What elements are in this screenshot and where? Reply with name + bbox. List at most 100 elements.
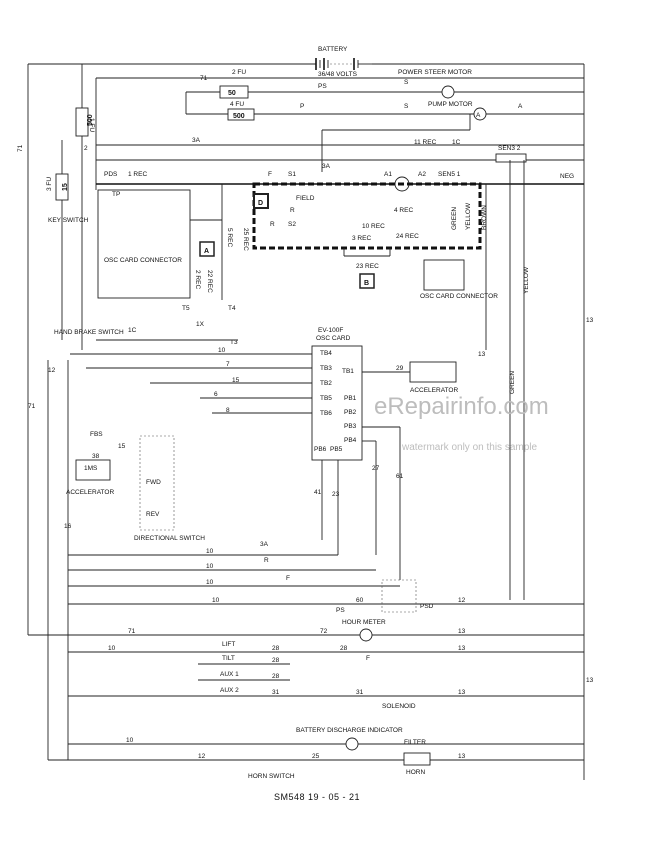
- r-label-low: R: [264, 557, 269, 564]
- fuse-500-a-label: 500: [233, 113, 245, 120]
- wire-38: 38: [92, 453, 100, 460]
- filter-label: FILTER: [404, 739, 426, 746]
- wire-10-bdi: 10: [126, 737, 134, 744]
- accelerator-right-label: ACCELERATOR: [410, 387, 458, 394]
- a1-label: A1: [384, 171, 392, 178]
- power-steer-motor-symbol: [441, 85, 455, 99]
- callout-a-box: [199, 241, 215, 257]
- osc-card-connector-label: OSC CARD CONNECTOR: [104, 257, 182, 264]
- f-label-low: F: [286, 575, 290, 582]
- terminal-tb6: TB6: [320, 410, 332, 417]
- fuse-500-b: [75, 107, 89, 137]
- watermark-sub: watermark only on this sample: [401, 442, 537, 453]
- rec-1-label: 1 REC: [128, 171, 147, 178]
- osc-card-connector-right: OSC CARD CONNECTOR GREEN YELLOW: [420, 160, 530, 600]
- tilt-label: TILT: [222, 655, 235, 662]
- rec-10-label: 10 REC: [362, 223, 385, 230]
- rev-label: REV: [146, 511, 160, 518]
- dashed-boundary-d: [252, 182, 482, 250]
- rec-24-label: 24 REC: [396, 233, 419, 240]
- r-label-2: R: [270, 221, 275, 228]
- wire-10-lift: 10: [108, 645, 116, 652]
- wire-28-lift: 28: [272, 645, 280, 652]
- f-label: F: [268, 171, 272, 178]
- main-power-section: 3A 3A SEN3 2 NEG PDS 1 REC F S1 A1 A2 SE…: [96, 137, 584, 289]
- field-label: FIELD: [296, 195, 315, 202]
- wire-2-label: 2: [84, 145, 88, 152]
- wire-23: 23: [332, 491, 340, 498]
- s2-label: S2: [288, 221, 296, 228]
- hand-brake-switch-label: HAND BRAKE SWITCH: [54, 329, 124, 336]
- directional-switch-box: [139, 435, 175, 531]
- solenoid-label: SOLENOID: [382, 703, 416, 710]
- bdi-symbol: [345, 737, 359, 751]
- terminal-tb4: TB4: [320, 350, 332, 357]
- s-label-2: S: [404, 103, 409, 110]
- pds-label: PDS: [104, 171, 118, 178]
- battery-label: BATTERY: [318, 46, 348, 53]
- osc-card-label: OSC CARD: [316, 335, 351, 342]
- cap-3c-label: 1C: [452, 139, 461, 146]
- wire-6-tb5: 6: [214, 391, 218, 398]
- battery-symbol: [298, 58, 372, 70]
- r-label-1: R: [290, 207, 295, 214]
- wire-71-left: 71: [17, 144, 24, 152]
- wire-10-tb4: 10: [218, 347, 226, 354]
- s1-label: S1: [288, 171, 296, 178]
- wire-7-tb3: 7: [226, 361, 230, 368]
- wire-color-green-2: GREEN: [509, 371, 516, 394]
- wire-8-tb6: 8: [226, 407, 230, 414]
- key-switch-label: KEY SWITCH: [48, 217, 89, 224]
- wire-31-a: 31: [272, 689, 280, 696]
- wire-61: 61: [396, 473, 404, 480]
- terminal-pb1: PB1: [344, 395, 357, 402]
- fuse-15: [55, 173, 69, 201]
- s-label-1: S: [404, 79, 409, 86]
- wire-13-hm: 13: [458, 628, 466, 635]
- psd-box: [381, 579, 417, 613]
- aux2-label: AUX 2: [220, 687, 239, 694]
- wire-10-r3: 10: [206, 579, 214, 586]
- wire-color-yellow-2: YELLOW: [523, 266, 530, 294]
- callout-d-box: [359, 273, 375, 289]
- wire-13-rail-2: 13: [586, 677, 594, 684]
- wire-10-ps: 10: [212, 597, 220, 604]
- aux1-label: AUX 1: [220, 671, 239, 678]
- rec-5-label: 5 REC: [226, 228, 233, 247]
- wire-13-lift: 13: [458, 645, 466, 652]
- wire-10-r1: 10: [206, 548, 214, 555]
- wire-71-hm: 71: [128, 628, 136, 635]
- battery-volts-label: 36/48 VOLTS: [318, 71, 358, 78]
- osc-card-connector-right-label: OSC CARD CONNECTOR: [420, 293, 498, 300]
- fuse-1fu-label: 1 FU: [88, 118, 95, 132]
- wire-13-right: 13: [478, 351, 486, 358]
- wire-71-top: 71: [200, 75, 208, 82]
- accelerator-left-box: [75, 459, 111, 481]
- f-label-lift: F: [366, 655, 370, 662]
- horn-switch-label: HORN SWITCH: [248, 773, 295, 780]
- fwd-label: FWD: [146, 479, 161, 486]
- callout-d-label: B: [364, 280, 369, 287]
- wire-60: 60: [356, 597, 364, 604]
- sen5-label: SEN5 1: [438, 171, 461, 178]
- terminal-pb2: PB2: [344, 409, 357, 416]
- p-label: P: [300, 103, 304, 110]
- terminal-pb5: PB5: [330, 446, 343, 453]
- footer-code: SM548 19 - 05 - 21: [274, 792, 361, 802]
- wire-13-sol: 13: [458, 689, 466, 696]
- ev100f-label: EV-100F: [318, 327, 343, 334]
- a-label-top: A: [518, 103, 523, 110]
- accelerator-left-label: ACCELERATOR: [66, 489, 114, 496]
- sen32-label: SEN3 2: [498, 145, 521, 152]
- rec-4-label: 4 REC: [394, 207, 413, 214]
- ev100f-box: [311, 345, 363, 461]
- fuse-500-b-label: 500: [87, 114, 94, 126]
- t5-label: T5: [182, 305, 190, 312]
- fuse-4fu-label: 4 FU: [230, 101, 244, 108]
- ps-label: PS: [318, 83, 327, 90]
- hour-meter-symbol: [359, 628, 373, 642]
- fuse-50-label: 50: [228, 90, 236, 97]
- wire-3a-low: 3A: [260, 541, 269, 548]
- callout-b-box: [253, 193, 269, 209]
